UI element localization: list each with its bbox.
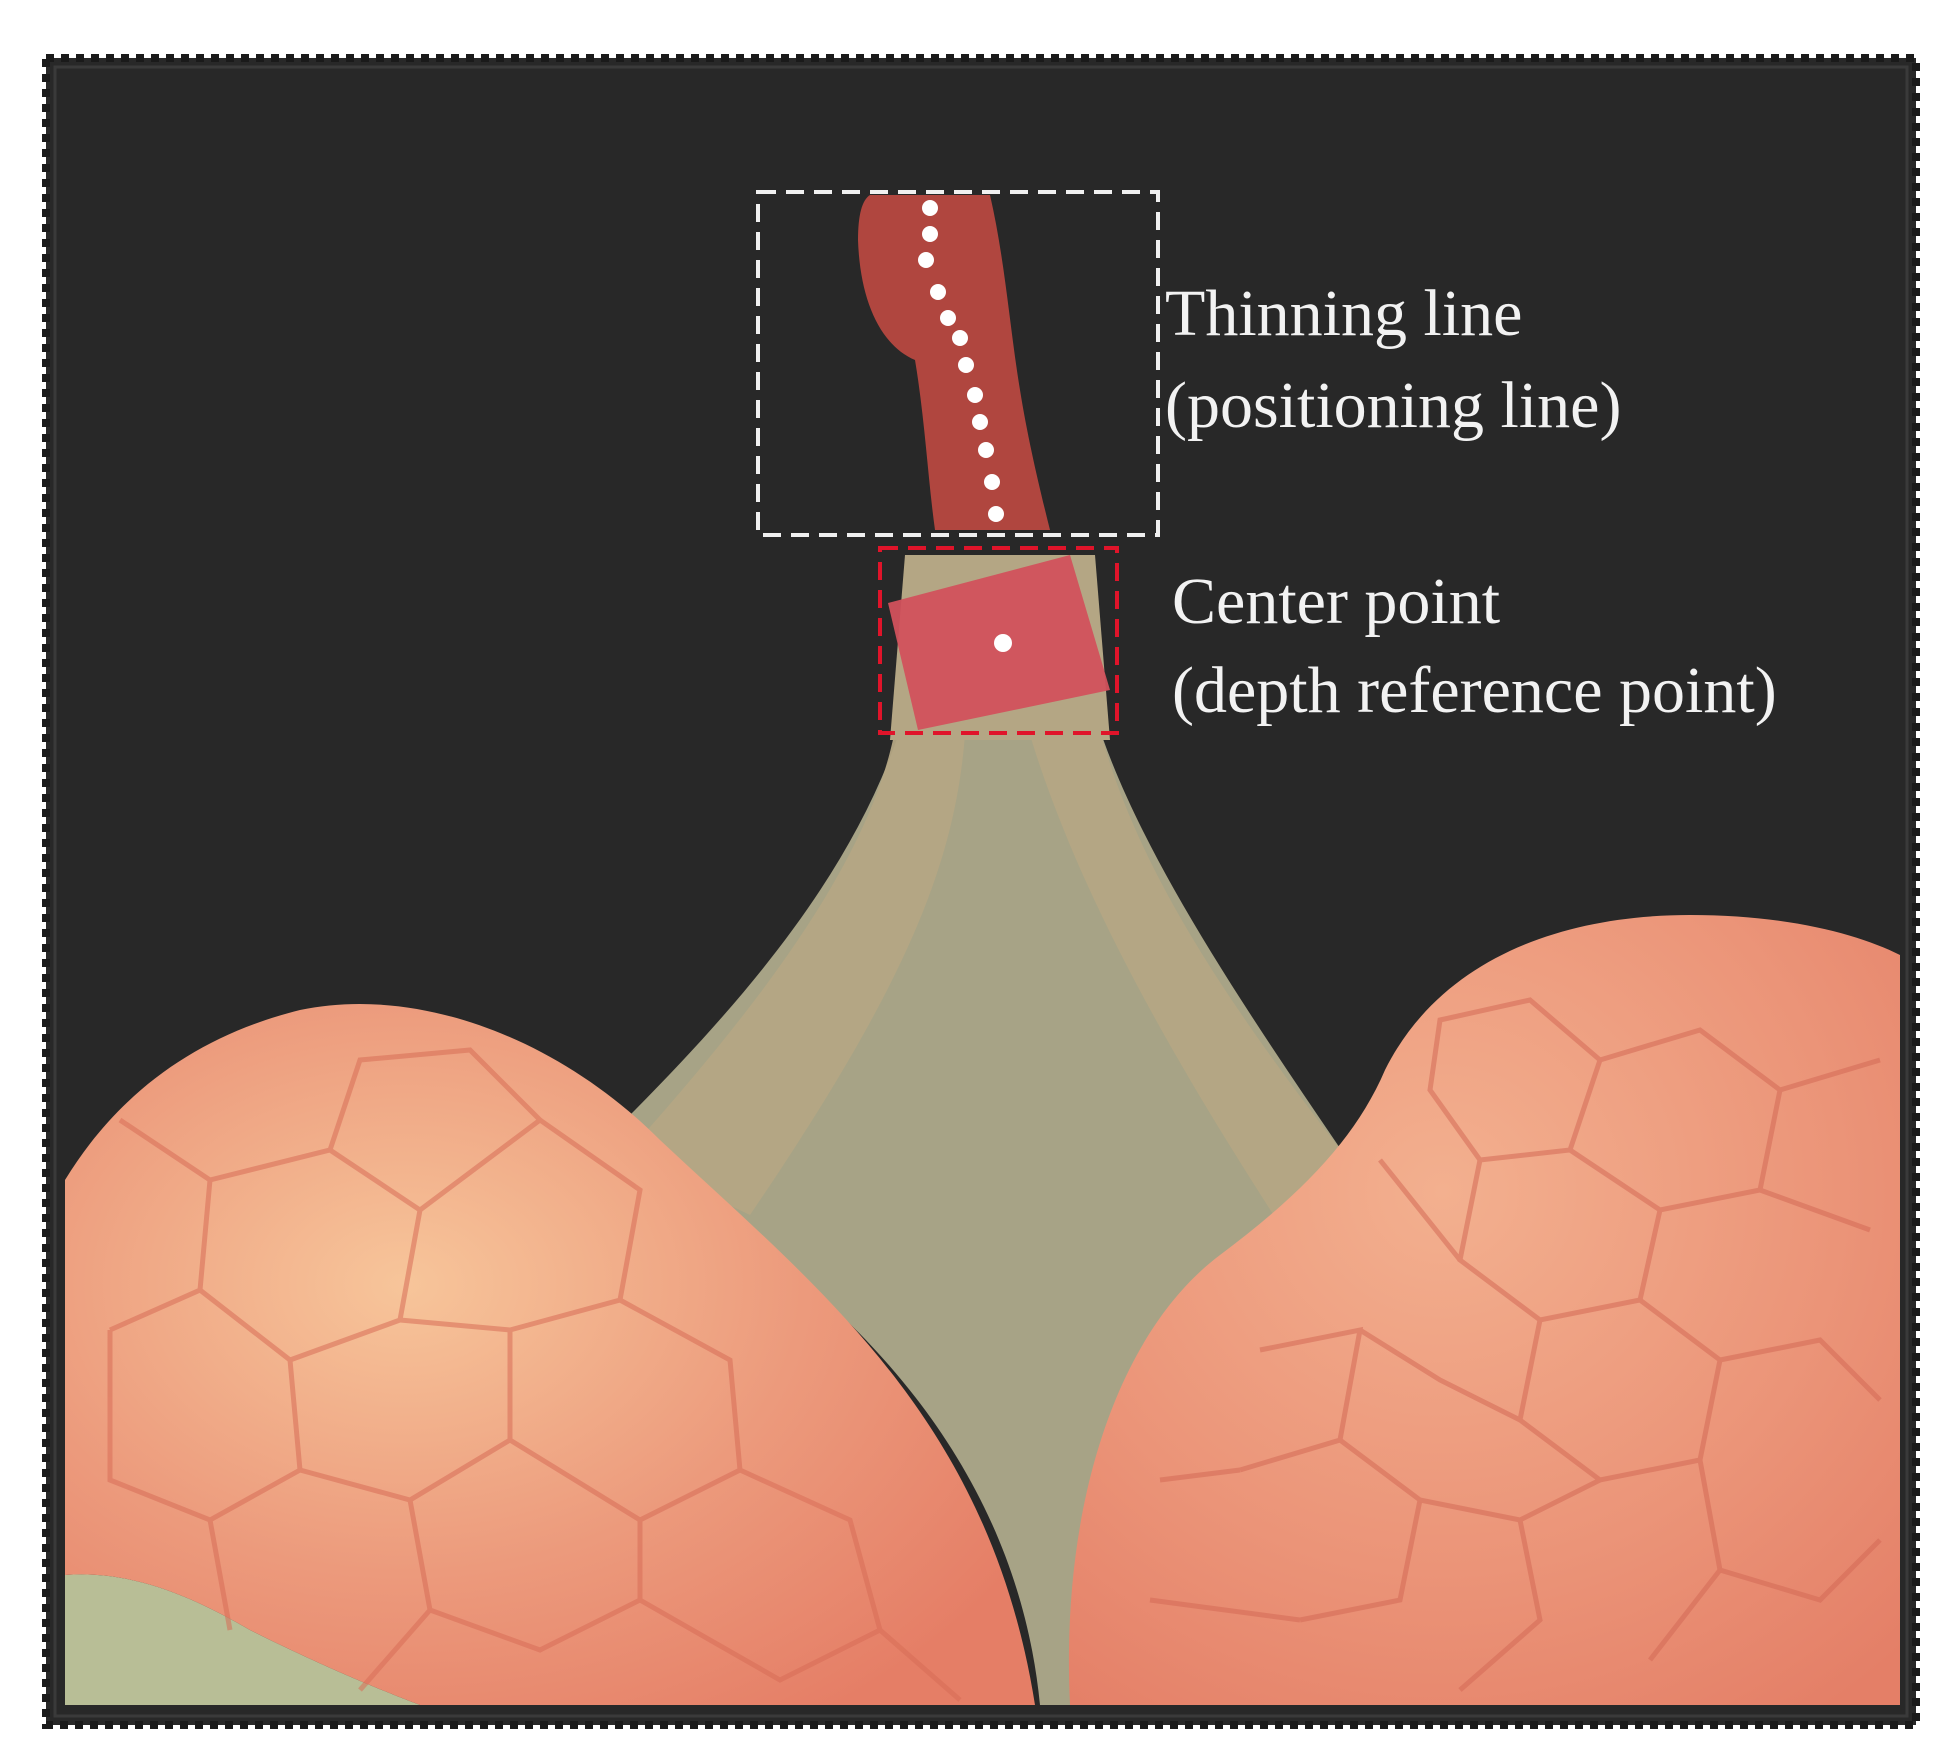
center-point-box (878, 546, 1119, 735)
thinning-line-marker (967, 387, 983, 403)
thinning-line-subtitle: (positioning line) (1165, 369, 1621, 442)
figure-frame-inner (53, 65, 1909, 1718)
thinning-line-marker (940, 310, 956, 326)
center-point-marker (994, 634, 1012, 652)
thinning-line-marker (918, 252, 934, 268)
thinning-line (918, 200, 1004, 522)
thinning-region (858, 195, 1050, 530)
thinning-line-marker (972, 414, 988, 430)
figure-frame-outer (42, 54, 1920, 1729)
thinning-line-marker (984, 474, 1000, 490)
leaf (65, 1574, 420, 1705)
center-point-subtitle: (depth reference point) (1172, 654, 1777, 727)
thinning-line-marker (952, 330, 968, 346)
fruit-right (1068, 915, 1900, 1705)
thinning-line-marker (930, 284, 946, 300)
center-point-title: Center point (1172, 565, 1500, 638)
thinning-line-marker (922, 200, 938, 216)
fruit-left (65, 1003, 1035, 1705)
stem-branch-left (625, 730, 965, 1215)
thinning-line-marker (958, 357, 974, 373)
thinning-line-marker (922, 226, 938, 242)
stem-branch-right (1030, 730, 1360, 1225)
thinning-line-title: Thinning line (1165, 277, 1522, 350)
thinning-line-marker (978, 442, 994, 458)
thinning-line-box (756, 190, 1160, 537)
thinning-line-marker (988, 506, 1004, 522)
